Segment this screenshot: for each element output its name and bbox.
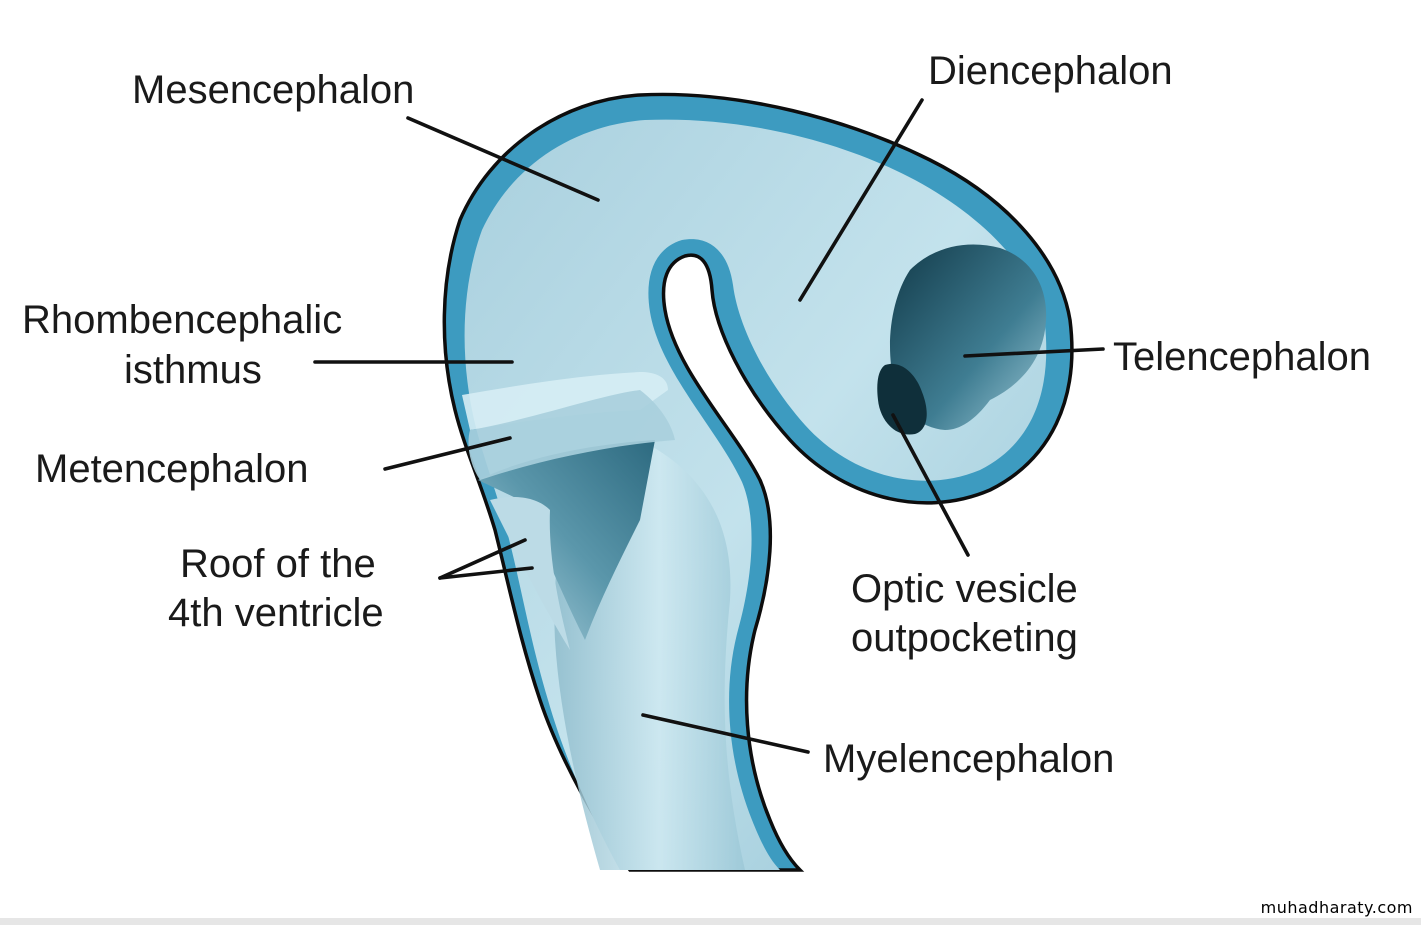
leader-roof-a — [438, 538, 527, 580]
fourth-ventricle-roof — [490, 497, 570, 650]
watermark: muhadharaty.com — [1260, 898, 1413, 917]
leader-metencephalon — [383, 436, 512, 471]
label-optic-line2: outpocketing — [851, 616, 1078, 660]
label-optic-line1: Optic vesicle — [851, 567, 1078, 611]
label-rhombencephalic-line2: isthmus — [124, 348, 262, 392]
telencephalon-cavity — [890, 244, 1047, 430]
fourth-ventricle — [478, 440, 655, 640]
leader-myelencephalon — [641, 713, 810, 754]
label-roof-line2: 4th ventricle — [168, 591, 384, 635]
footer-bar — [0, 918, 1421, 925]
metencephalon-fold — [468, 390, 675, 480]
label-myelencephalon: Myelencephalon — [823, 737, 1114, 781]
isthmus-band — [462, 372, 668, 430]
label-diencephalon: Diencephalon — [928, 49, 1173, 93]
label-rhombencephalic-line1: Rhombencephalic — [22, 298, 342, 342]
leader-telencephalon — [963, 347, 1105, 358]
label-telencephalon: Telencephalon — [1113, 335, 1371, 379]
leader-mesencephalon — [406, 116, 600, 202]
label-mesencephalon: Mesencephalon — [132, 68, 414, 112]
leader-optic-vesicle — [891, 413, 970, 557]
leader-roof-b — [438, 566, 534, 580]
label-metencephalon: Metencephalon — [35, 447, 309, 491]
optic-vesicle — [877, 363, 927, 435]
leader-diencephalon — [798, 98, 924, 302]
label-roof-line1: Roof of the — [180, 542, 376, 586]
